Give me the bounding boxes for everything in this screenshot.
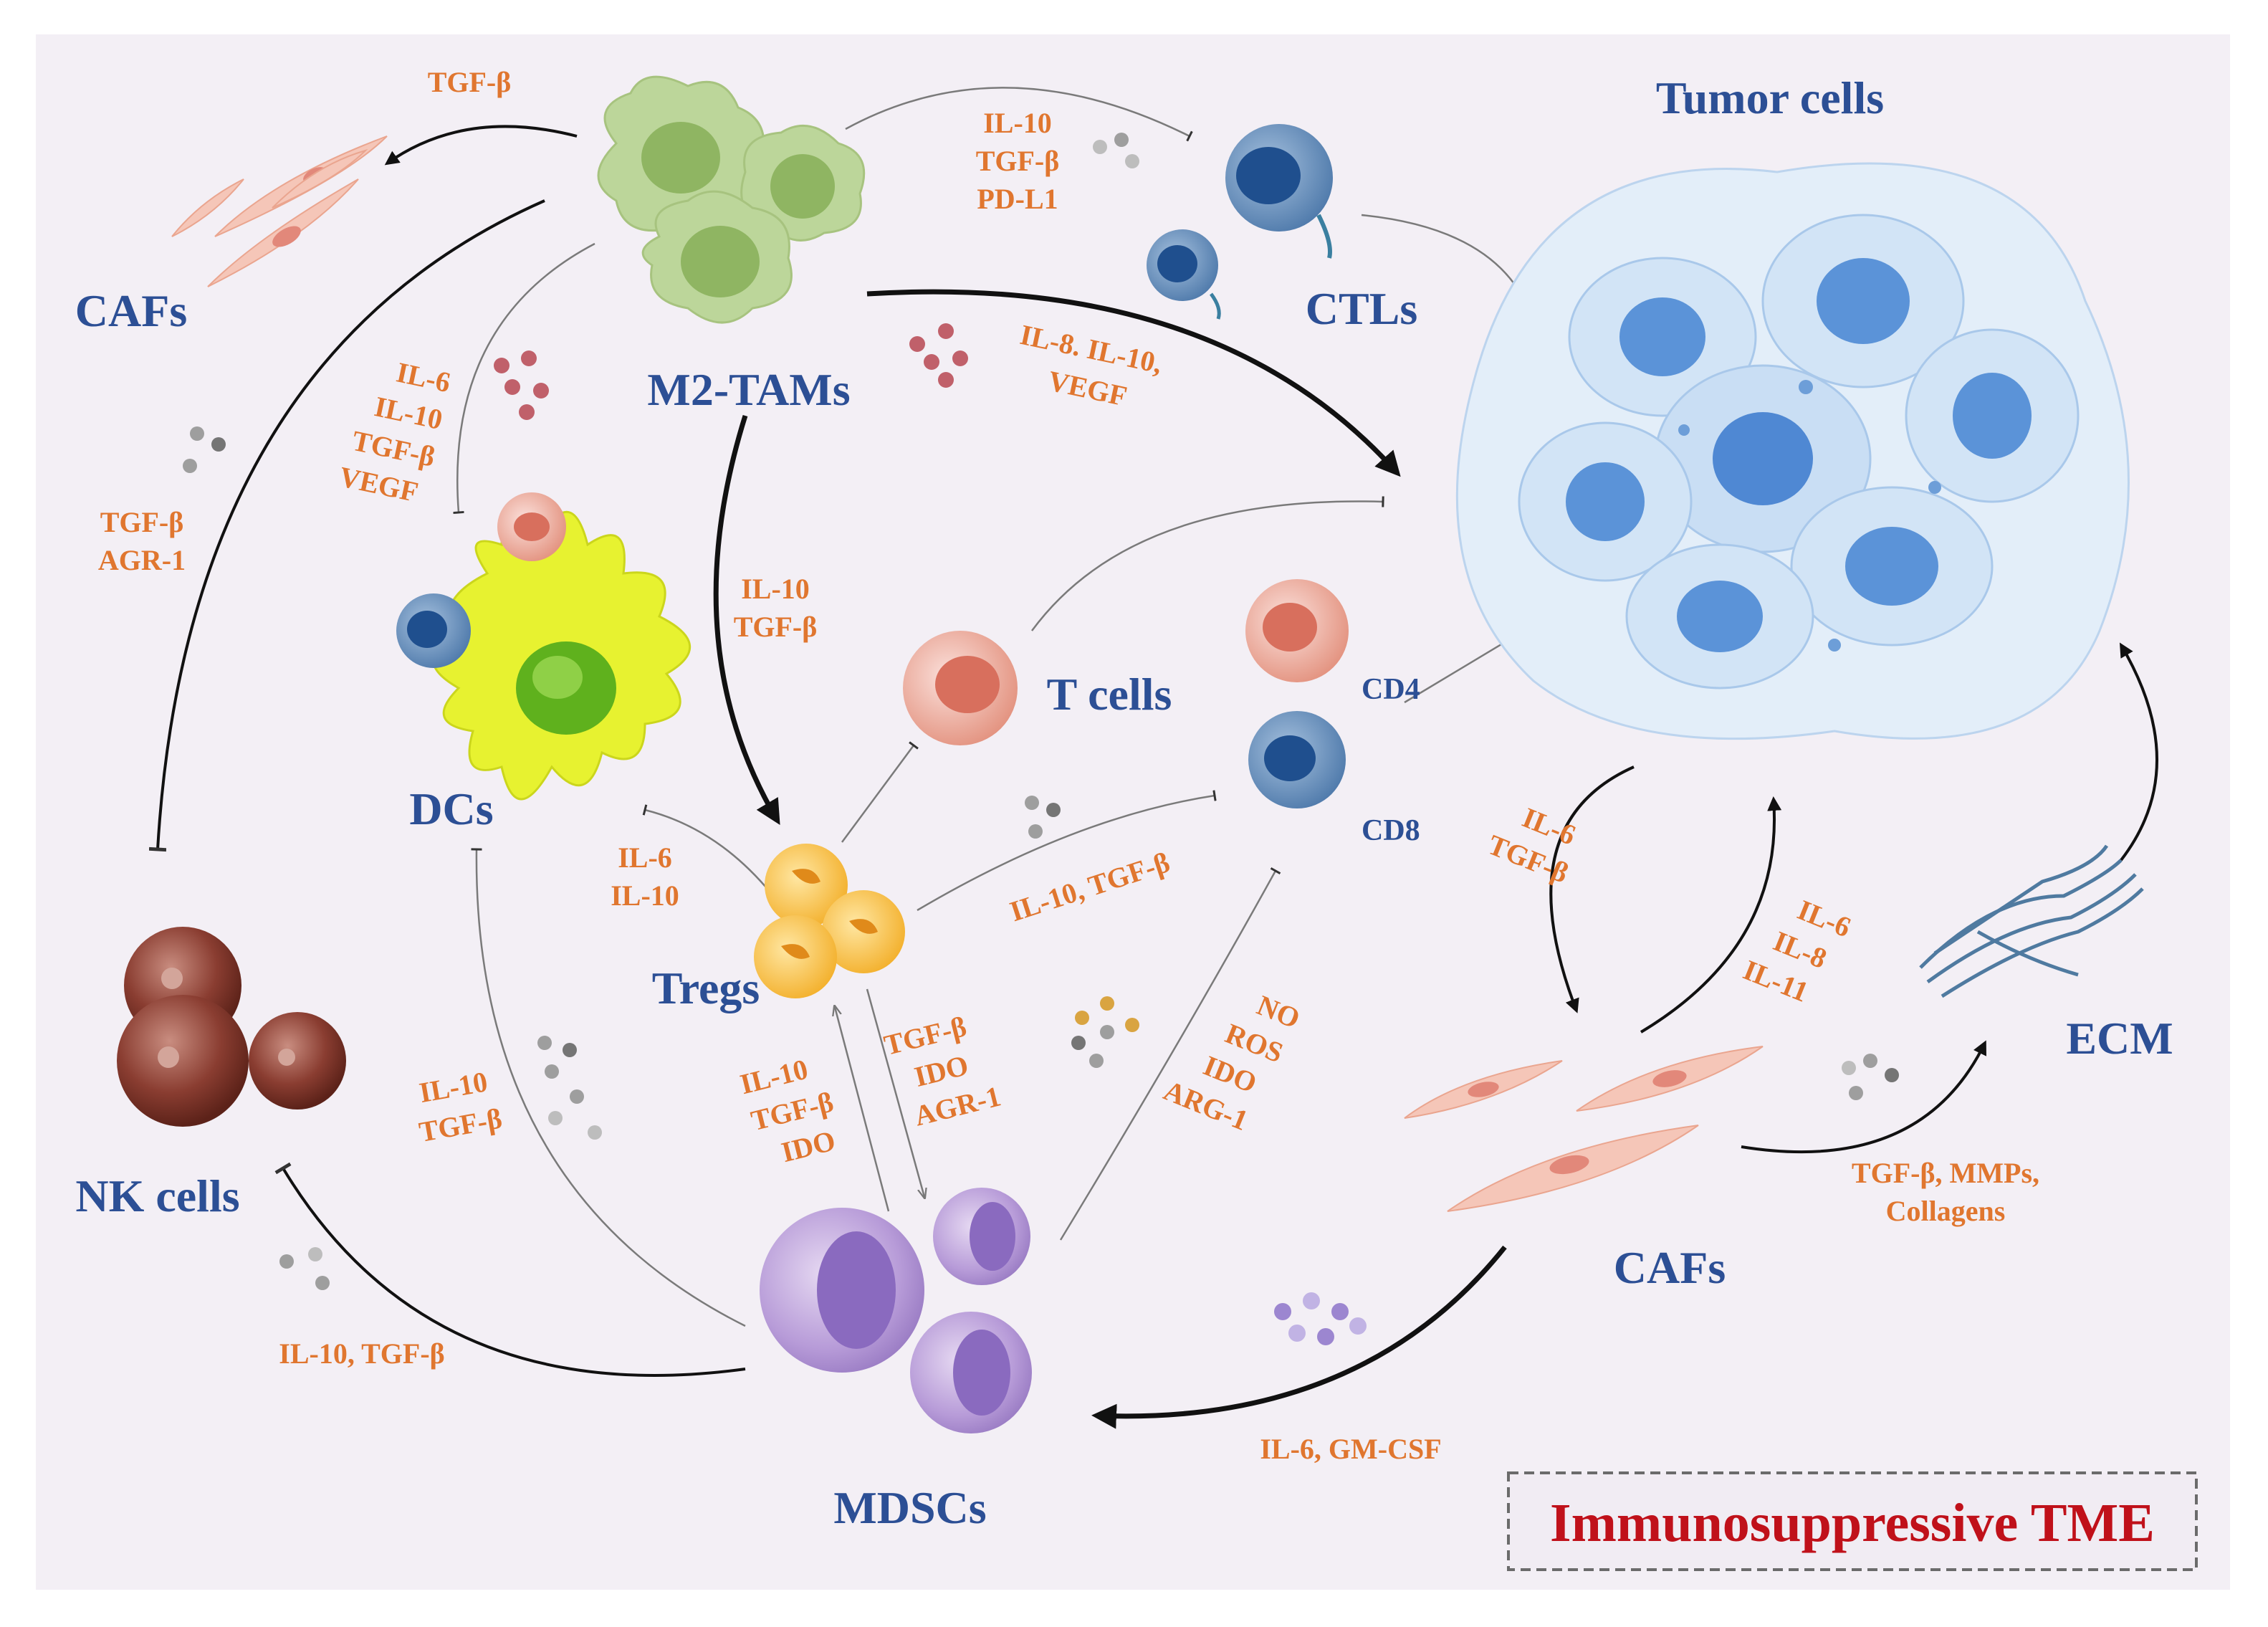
title-box: Immunosuppressive TME <box>1507 1471 2198 1571</box>
arrow-tregs-to-dcs <box>642 804 771 893</box>
cytokine-tams-to-tumor-2: VEGF <box>1046 364 1130 412</box>
cytokine-dots <box>183 133 1899 1345</box>
cytokine-tregs-to-cd8-1: IL-10, TGF-β <box>1006 846 1174 927</box>
cytokine-tregs-to-dcs-1: IL-6 <box>618 841 672 874</box>
ecm-icon <box>1919 844 2144 998</box>
nk-cells-icon <box>117 927 346 1127</box>
arrow-cafs-to-ecm <box>1741 1040 1986 1154</box>
arrow-cafs-to-nk <box>148 199 545 852</box>
cytokine-tams-to-tregs-1: IL-10 <box>741 573 810 605</box>
label-dcs: DCs <box>409 783 493 834</box>
arrow-mdscs-to-cd8 <box>1059 867 1281 1241</box>
cytokine-tams-to-ctls-1: IL-10 <box>983 107 1052 139</box>
arrow-tumor-to-cafs <box>1549 765 1635 1013</box>
arrow-tregs-to-cd8 <box>917 790 1217 912</box>
arrow-tregs-to-mdscs <box>866 988 924 1197</box>
label-nk-cells: NK cells <box>75 1170 239 1221</box>
cytokine-tregs-to-dcs-2: IL-10 <box>611 879 679 912</box>
mdscs-icon <box>760 1188 1032 1433</box>
title: Immunosuppressive TME <box>1550 1493 2155 1553</box>
cd4-icon <box>1245 579 1349 682</box>
cytokine-tams-to-cafs-1: TGF-β <box>428 66 512 98</box>
arrow-cafs-to-mdscs <box>1091 1245 1507 1429</box>
cytokine-mdscs-to-tregs-3: IDO <box>778 1124 838 1168</box>
ctls-icon <box>1147 124 1333 320</box>
label-t-cells: T cells <box>1047 669 1172 720</box>
cytokine-tams-to-tregs-2: TGF-β <box>734 611 818 643</box>
cytokine-mdscs-to-nk-1: IL-10, TGF-β <box>279 1337 444 1370</box>
arrows <box>148 87 2158 1429</box>
tregs-icon <box>754 844 905 998</box>
label-cafs-top: CAFs <box>75 285 187 336</box>
cytokine-tams-to-ctls-2: TGF-β <box>976 145 1060 177</box>
label-cd4: CD4 <box>1362 673 1420 706</box>
arrow-tams-to-dcs <box>453 242 595 515</box>
cytokine-cafs-to-ecm-1: TGF-β, MMPs, <box>1852 1157 2039 1189</box>
cytokine-tams-to-dcs-2: IL-10 <box>372 390 446 436</box>
label-m2-tams: M2-TAMs <box>647 364 850 415</box>
cytokine-tregs-to-mdscs-2: IDO <box>911 1049 972 1093</box>
cytokine-nk-to-cafs-1: TGF-β <box>100 506 184 538</box>
cytokine-tams-to-ctls-3: PD-L1 <box>977 183 1058 215</box>
label-ctls: CTLs <box>1306 283 1418 334</box>
dcs-icon <box>396 492 691 801</box>
label-cd8: CD8 <box>1362 814 1420 847</box>
label-tregs: Tregs <box>652 963 760 1013</box>
t-cells-icon <box>903 631 1018 745</box>
arrow-tams-to-tregs <box>713 414 780 826</box>
cytokine-cafs-to-ecm-2: Collagens <box>1886 1195 2006 1227</box>
cytokine-mdscs-to-dcs-1: IL-10 <box>417 1065 490 1109</box>
arrow-mdscs-to-tregs <box>835 1007 890 1212</box>
cytokine-mdscs-to-dcs-2: TGF-β <box>416 1102 504 1148</box>
arrow-ecm-to-tumor <box>2119 642 2158 862</box>
label-mdscs: MDSCs <box>833 1482 986 1533</box>
arrow-mdscs-to-nk <box>274 1162 746 1377</box>
cafs-bottom-icon <box>1404 1046 1764 1212</box>
cytokine-cafs-to-mdscs-1: IL-6, GM-CSF <box>1260 1433 1441 1465</box>
m2-tams-icon <box>597 75 866 324</box>
arrow-cafs-to-tumor <box>1640 796 1782 1034</box>
arrow-tams-to-cafs <box>384 125 578 166</box>
label-tumor-cells: Tumor cells <box>1656 72 1884 123</box>
arrow-tams-to-ctls <box>845 87 1193 142</box>
cytokine-tams-to-tumor-1: IL-8. IL-10, <box>1018 318 1165 380</box>
arrow-tcells-to-tumor <box>1030 496 1384 631</box>
cd8-icon <box>1248 711 1346 808</box>
cafs-top-icon <box>171 135 388 287</box>
label-cafs-bottom: CAFs <box>1614 1242 1726 1293</box>
arrow-mdscs-to-dcs <box>471 848 746 1327</box>
tumor-cells-icon <box>1455 162 2130 740</box>
arrow-tams-to-tumor <box>866 289 1401 477</box>
cytokine-nk-to-cafs-2: AGR-1 <box>98 544 186 576</box>
cytokine-tams-to-dcs-1: IL-6 <box>393 356 453 399</box>
label-ecm: ECM <box>2066 1013 2173 1064</box>
arrow-tregs-to-tcells <box>841 741 919 843</box>
